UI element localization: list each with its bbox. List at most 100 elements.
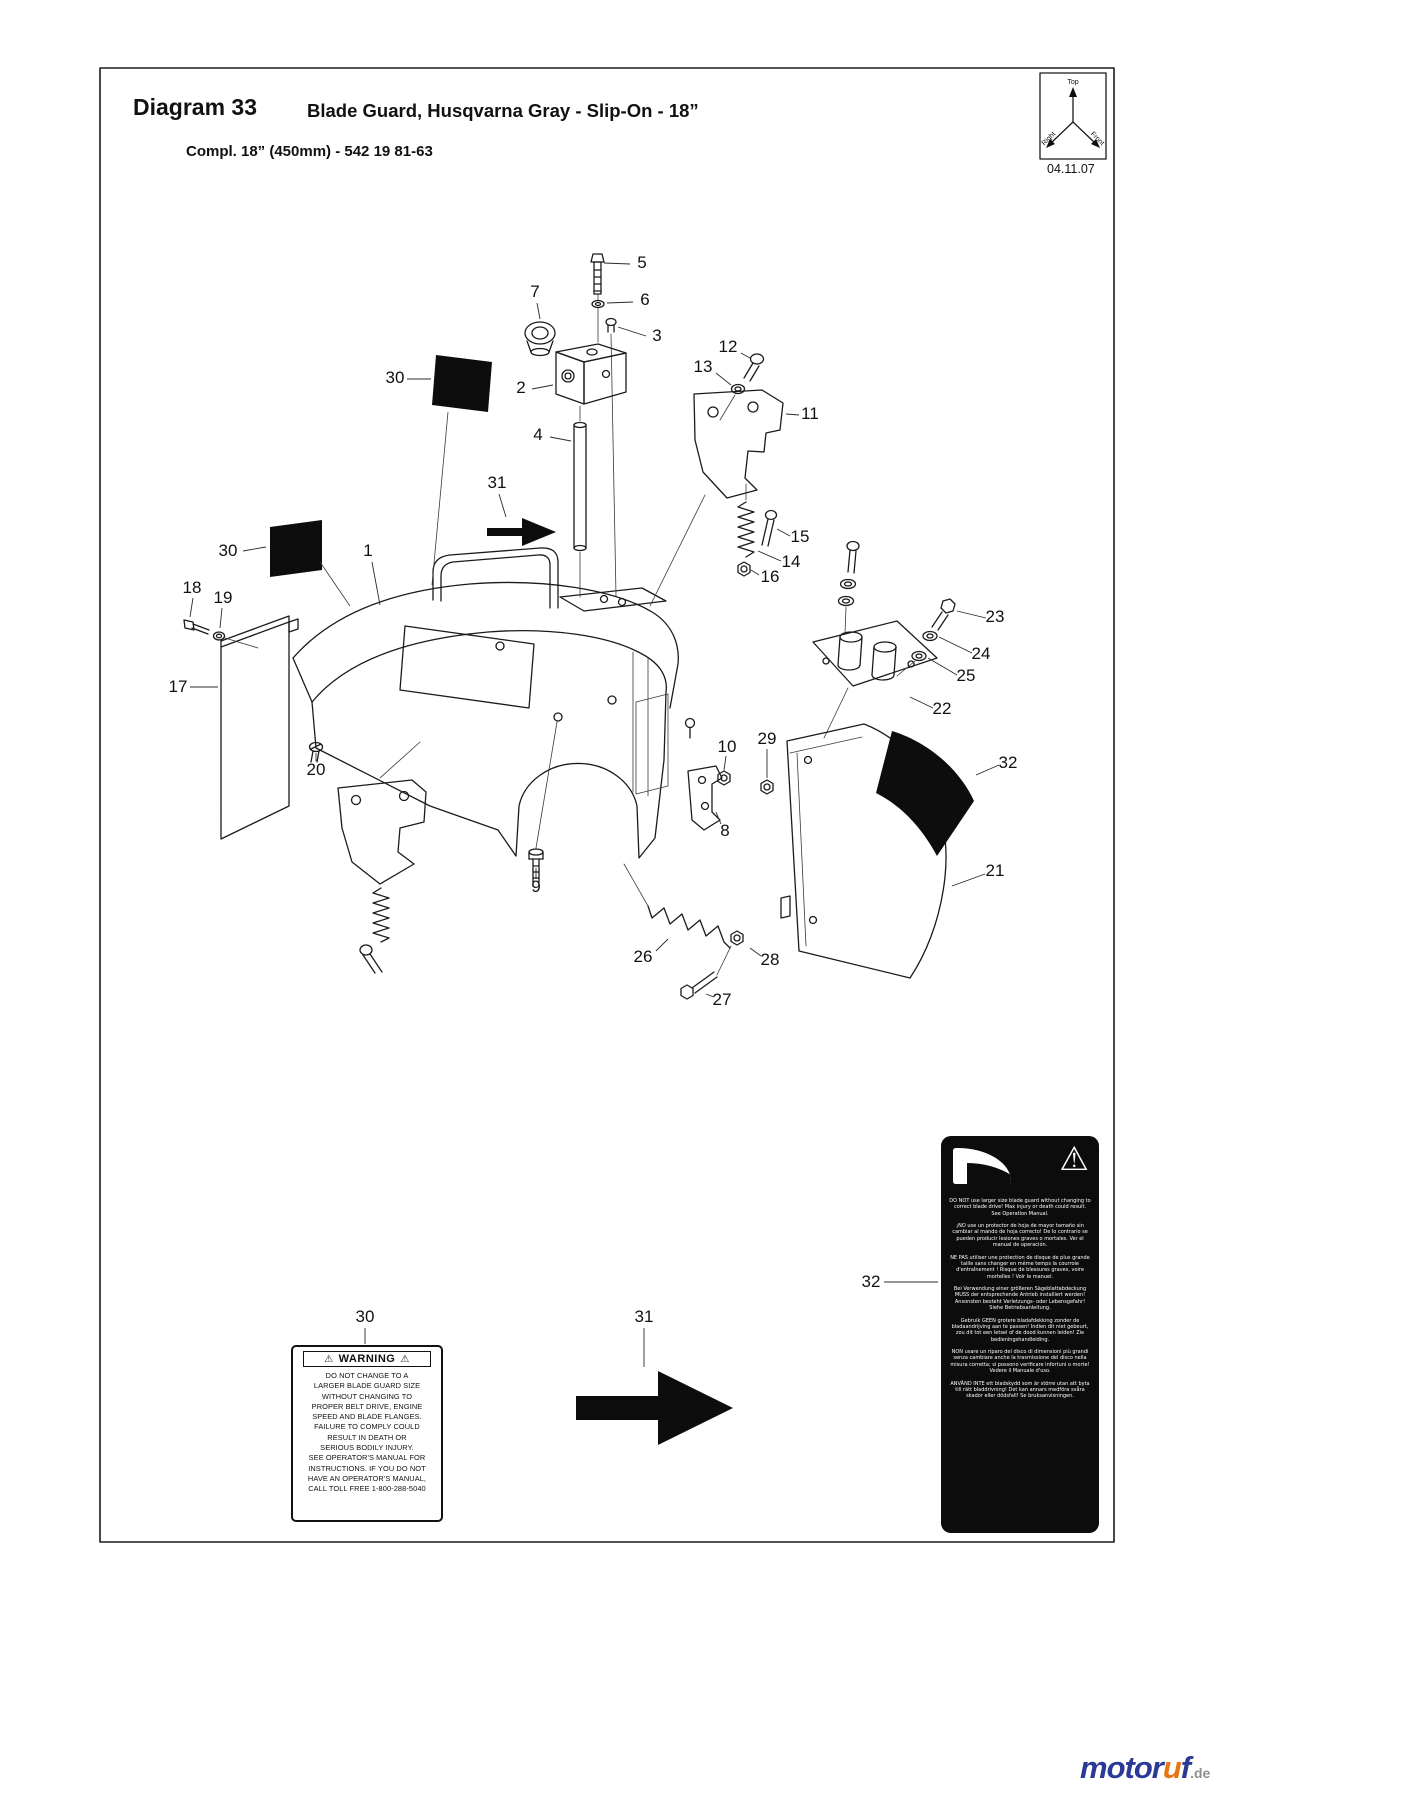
part-callout-16: 16 [761,567,780,586]
bolt-5 [590,253,605,263]
part-callout-20: 20 [307,760,326,779]
main-guard-body [292,547,696,859]
callout-leader-line [951,873,986,887]
callout-leader-line [536,302,541,320]
decal-30-left [270,520,322,577]
blade-guard-pictogram [953,1148,1011,1184]
washer-13 [730,383,746,395]
callout-leader-line [531,384,554,390]
bolt-3 [605,317,617,327]
page-subtitle: Compl. 18” (450mm) - 542 19 81-63 [186,143,433,160]
part-callout-31: 31 [488,473,507,492]
callout-leader-line [757,550,782,562]
bracket-11 [693,389,784,499]
callout-leader-line [956,610,987,619]
screw-20 [308,741,324,753]
left-side-plate [183,615,324,840]
callout-leader-line [219,607,223,629]
warning-decal-text: DO NOT CHANGE TO A LARGER BLADE GUARD SI… [307,1371,427,1494]
callout-leader-line [909,696,934,709]
part-callout-18: 18 [183,578,202,597]
callout-leader-line [749,947,762,957]
callout-leader-line [927,657,958,676]
part-callout-19: 19 [214,588,233,607]
part-callout-13: 13 [694,357,713,376]
part-callout-5: 5 [637,253,646,272]
decal-30-patches [270,355,492,607]
warning-triangle-icon: ⚠ [400,1353,410,1365]
nut-10 [717,770,731,786]
part-callout-3: 3 [652,326,661,345]
bolt-27 [680,984,694,1000]
part-callout-24: 24 [972,644,991,663]
part-callout-6: 6 [640,290,649,309]
warning-decal-title: WARNING [338,1353,396,1365]
roller-plate-22 [812,620,938,687]
callout-leader-line [705,993,715,998]
cap-7 [524,321,556,345]
direction-arrow-large [576,1371,733,1445]
compass-top-label: Top [1067,79,1078,86]
direction-arrow-small [487,518,556,546]
callout-leader-line [603,262,631,265]
page-border [99,67,1115,1543]
callout-leader-line [785,413,800,416]
warning-decal: ⚠ WARNING ⚠ DO NOT CHANGE TO A LARGER BL… [291,1345,443,1522]
bolt-18 [183,619,195,631]
part-callout-32: 32 [999,753,1018,772]
callout-leader-line [617,326,647,337]
decal-30-top [432,355,492,412]
part-callout-22: 22 [933,699,952,718]
page-title: Blade Guard, Husqvarna Gray - Slip-On - … [307,100,699,121]
callout-leader-line [549,436,572,442]
part-callout-26: 26 [634,947,653,966]
callout-leader-line [975,764,1000,776]
washer-24 [922,630,938,642]
motoruf-watermark: motoruf.de [1080,1750,1210,1786]
warning-triangle-icon: ⚠ [324,1353,334,1365]
callout-leader-line [371,561,381,606]
watermark-text-blue2: f [1180,1750,1191,1785]
warning-triangle-icon: ⚠ [1059,1139,1089,1178]
part-callout-29: 29 [758,729,777,748]
part-callout-30: 30 [219,541,238,560]
part-callout-2: 2 [516,378,525,397]
compass-arrow-front-icon [1091,139,1100,148]
watermark-text-blue: motor [1080,1750,1164,1785]
nut-28 [730,930,744,946]
callout-leader-line [715,811,722,825]
part-callout-1: 1 [363,541,372,560]
part-callout-28: 28 [761,950,780,969]
part-callout-25: 25 [957,666,976,685]
spring-26 [647,905,731,949]
washer-6 [591,299,605,309]
multilingual-decal-text: DO NOT use larger size blade guard witho… [949,1198,1091,1400]
block-2 [555,343,627,363]
part-callout-31: 31 [635,1307,654,1326]
part-callout-9: 9 [531,877,540,896]
part-callout-10: 10 [718,737,737,756]
tension-spring-assembly [623,863,744,1000]
washer-25 [911,650,927,662]
part-callout-4: 4 [533,425,542,444]
callout-leader-line [723,755,727,771]
nut-29 [760,779,774,795]
multilingual-decal: ⚠ DO NOT use larger size blade guard wit… [941,1136,1099,1533]
part-callout-7: 7 [530,282,539,301]
part-callout-30: 30 [386,368,405,387]
decal-32-on-guard [876,731,974,856]
part-callout-17: 17 [169,677,188,696]
part-callout-12: 12 [719,337,738,356]
part-callout-27: 27 [713,990,732,1009]
bolt-9 [528,721,558,883]
diagram-number: Diagram 33 [133,94,258,120]
callout-leader-line [750,569,760,576]
bolt-23 [940,598,956,614]
part-callout-32: 32 [862,1272,881,1291]
bolt-12 [749,353,765,365]
right-guard-half [780,723,974,979]
callout-leader-line [189,597,194,618]
compass-arrow-top-icon [1069,87,1077,97]
